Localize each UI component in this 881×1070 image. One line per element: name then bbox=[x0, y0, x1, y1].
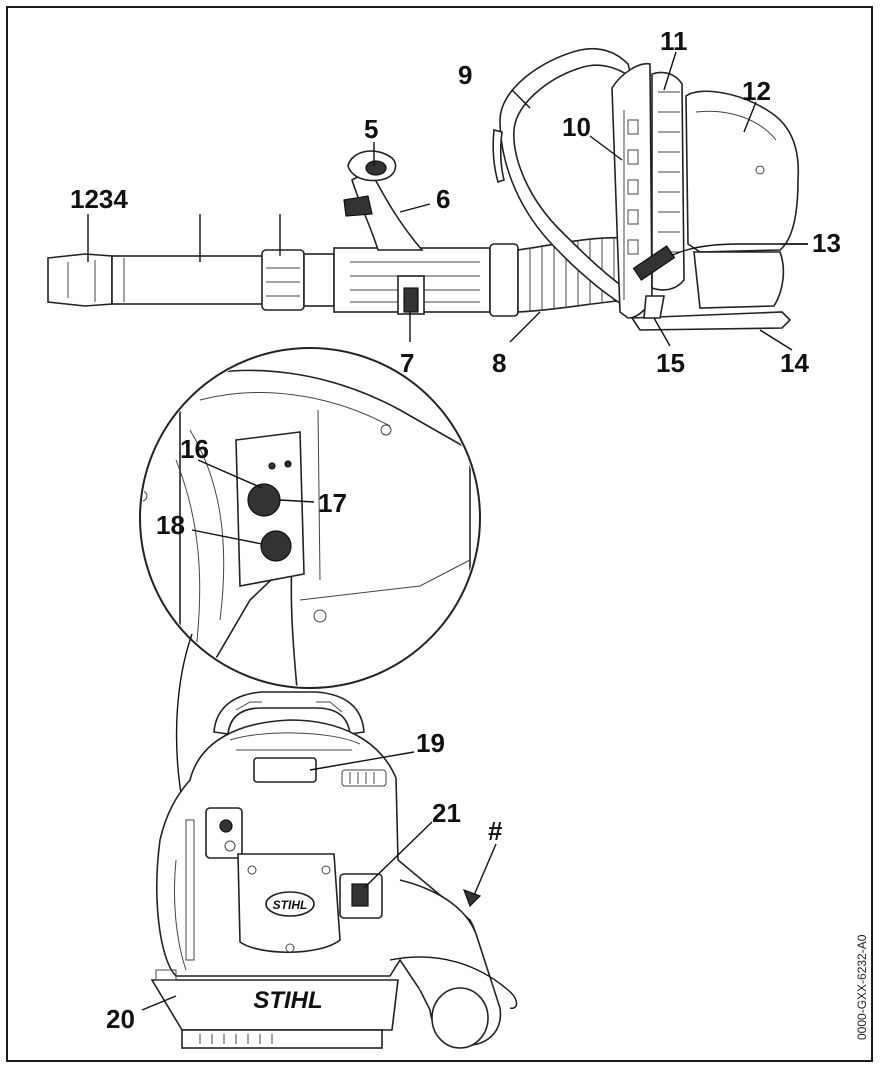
callout-16: 16 bbox=[180, 434, 209, 464]
base-frame bbox=[630, 311, 792, 331]
tube-ring bbox=[261, 249, 305, 311]
primer-bulb bbox=[260, 530, 292, 562]
back-padding bbox=[651, 71, 685, 291]
blower-tube bbox=[111, 255, 265, 305]
callout-11: 11 bbox=[660, 26, 688, 56]
callout-19: 19 bbox=[416, 728, 445, 758]
tank-logo: STIHL bbox=[253, 987, 322, 1014]
detail-magnifier bbox=[139, 347, 481, 828]
callout-hash: # bbox=[488, 816, 503, 846]
rating-plate bbox=[253, 757, 317, 783]
callout-12: 12 bbox=[742, 76, 771, 106]
figure-code: 0000-GXX-6232-A0 bbox=[855, 934, 869, 1040]
callout-9: 9 bbox=[458, 60, 472, 90]
shoulder-strap bbox=[499, 48, 644, 314]
callout-8: 8 bbox=[492, 348, 506, 378]
engine-housing bbox=[685, 90, 800, 253]
callout-10: 10 bbox=[562, 112, 591, 142]
harness-buckle bbox=[643, 295, 665, 319]
callout-20: 20 bbox=[106, 1004, 135, 1034]
callout-15: 15 bbox=[656, 348, 685, 378]
side-view bbox=[47, 48, 808, 331]
cover-logo: STIHL bbox=[273, 898, 308, 912]
stop-switch bbox=[247, 483, 281, 517]
callout-7: 7 bbox=[400, 348, 414, 378]
fuel-tank bbox=[150, 979, 399, 1031]
callout-17: 17 bbox=[318, 488, 347, 518]
callout-14: 14 bbox=[780, 348, 809, 378]
nozzle bbox=[47, 253, 113, 307]
leader-lines bbox=[87, 51, 808, 1011]
front-view: STIHL STIHL bbox=[150, 691, 518, 1049]
callout-6: 6 bbox=[436, 184, 450, 214]
callout-18: 18 bbox=[156, 510, 185, 540]
callout-13: 13 bbox=[812, 228, 841, 258]
callout-1234: 1234 bbox=[70, 184, 128, 214]
callout-21: 21 bbox=[432, 798, 461, 828]
callout-labels: 1234 5 6 7 8 9 10 11 12 13 14 15 16 17 1… bbox=[70, 26, 841, 1034]
callout-5: 5 bbox=[364, 114, 378, 144]
